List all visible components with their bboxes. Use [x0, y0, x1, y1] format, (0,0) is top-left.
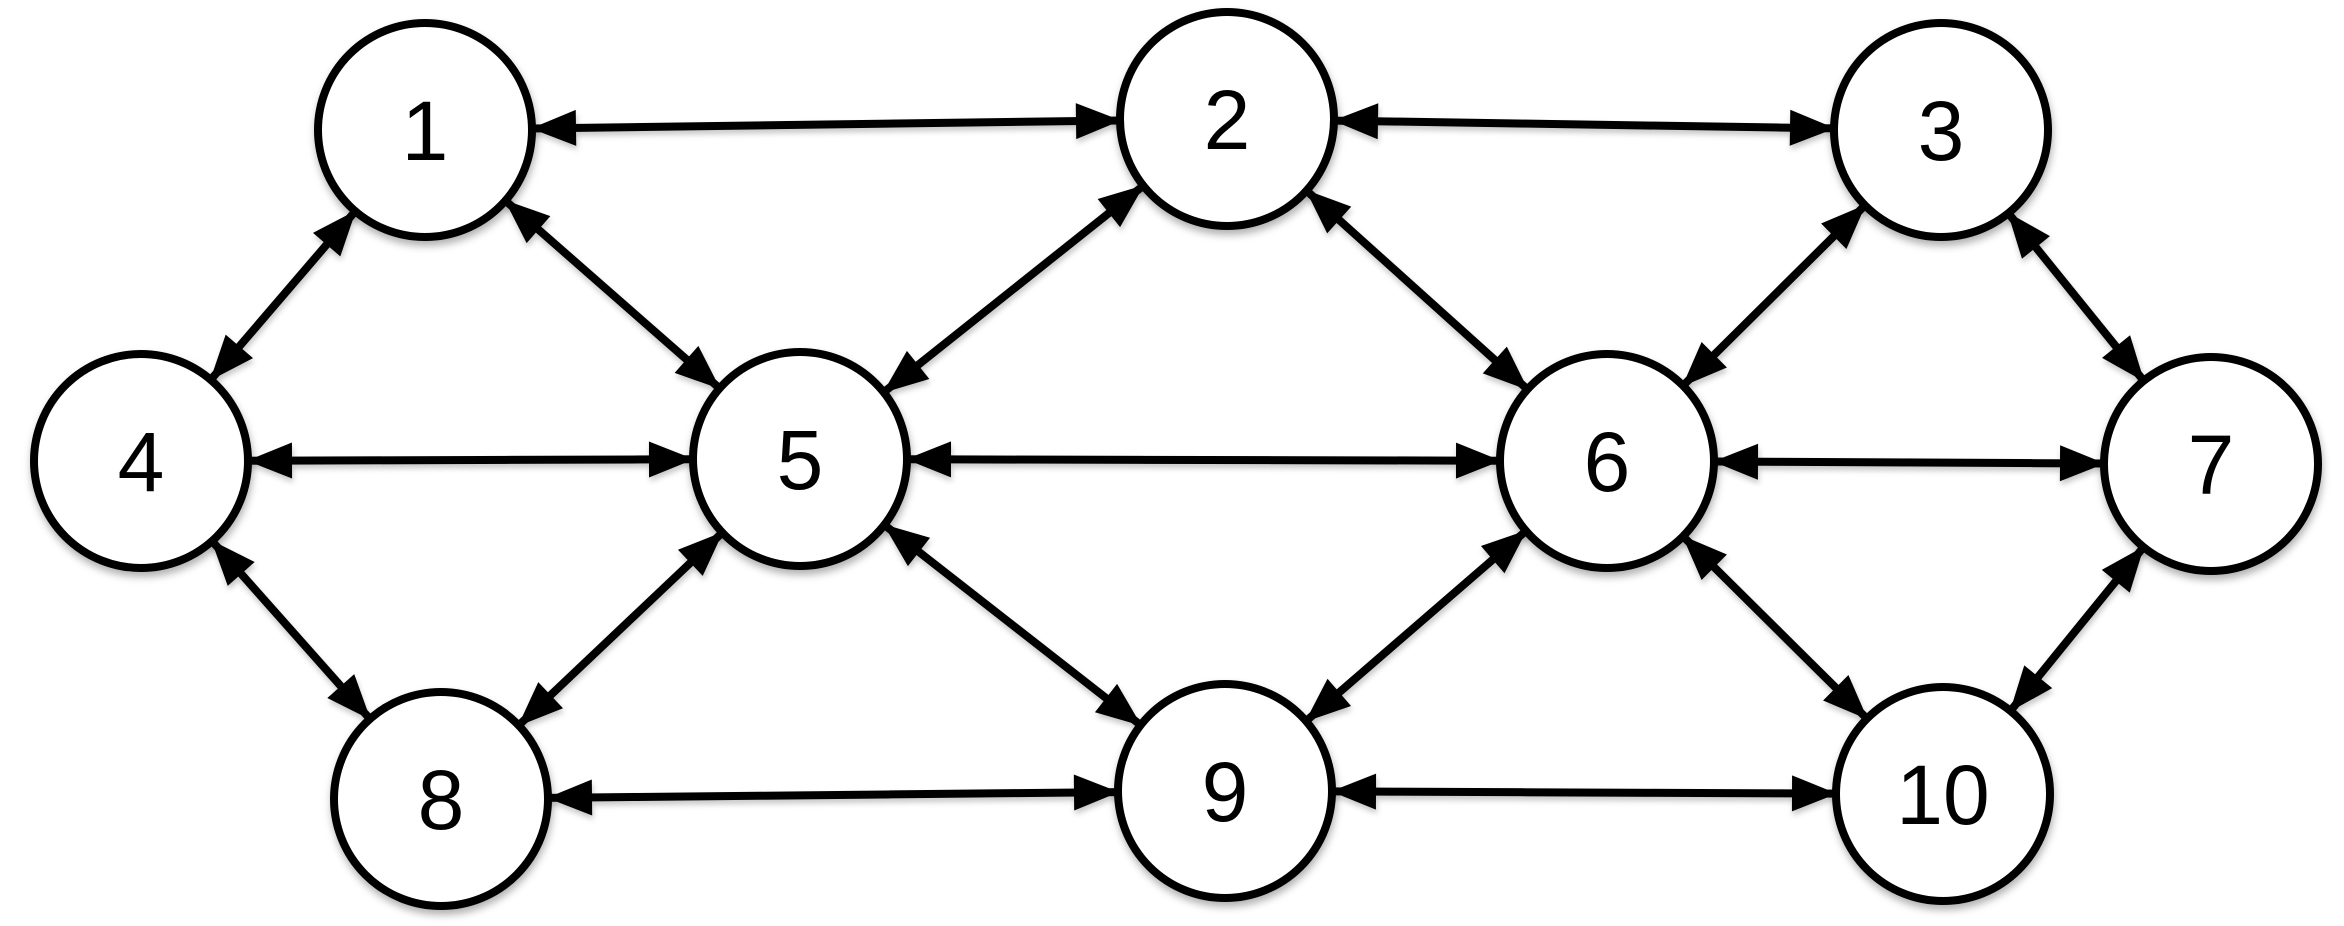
edge-4-5 [247, 441, 694, 479]
node-circle-9 [1114, 680, 1336, 902]
node-label-1: 1 [402, 84, 449, 178]
node-label-2: 2 [1204, 73, 1251, 167]
edge-1-5 [502, 197, 723, 392]
edge-8-9 [547, 774, 1119, 816]
node-label-10: 10 [1896, 748, 1989, 842]
edge-3-6 [1680, 202, 1868, 389]
node-circle-3 [1830, 19, 2052, 241]
node-7: 7 [2100, 353, 2322, 575]
edge-9-10 [1331, 773, 1837, 812]
node-5: 5 [689, 348, 911, 570]
edge-2-3 [1333, 103, 1835, 146]
nodes-layer: 1 2 3 4 5 6 7 8 9 10 [30, 8, 2322, 910]
node-circle-5 [689, 348, 911, 570]
node-3: 3 [1830, 19, 2052, 241]
node-6: 6 [1496, 350, 1718, 572]
node-circle-4 [30, 350, 252, 572]
edge-3-7 [2005, 210, 2147, 384]
node-circle-10 [1832, 683, 2054, 905]
node-2: 2 [1116, 8, 1338, 230]
node-circle-2 [1116, 8, 1338, 230]
edge-6-7 [1713, 443, 2105, 482]
edge-1-2 [531, 103, 1121, 146]
node-label-4: 4 [118, 415, 165, 509]
node-circle-1 [314, 19, 536, 241]
node-1: 1 [314, 19, 536, 241]
edge-2-5 [881, 182, 1146, 396]
node-4: 4 [30, 350, 252, 572]
node-circle-8 [330, 688, 552, 910]
node-label-9: 9 [1202, 745, 1249, 839]
node-circle-7 [2100, 353, 2322, 575]
edge-6-10 [1680, 533, 1870, 722]
node-label-5: 5 [777, 413, 824, 507]
node-8: 8 [330, 688, 552, 910]
node-label-3: 3 [1918, 84, 1965, 178]
node-label-7: 7 [2188, 418, 2235, 512]
edge-5-8 [515, 529, 726, 729]
node-label-6: 6 [1584, 415, 1631, 509]
edge-2-6 [1303, 187, 1531, 393]
node-label-8: 8 [418, 753, 465, 847]
edge-5-6 [906, 441, 1501, 479]
edge-1-4 [207, 208, 359, 383]
edge-6-9 [1303, 527, 1529, 725]
edge-7-10 [2007, 544, 2147, 714]
node-circle-6 [1496, 350, 1718, 572]
edge-5-9 [881, 521, 1144, 729]
node-9: 9 [1114, 680, 1336, 902]
edges-layer [207, 103, 2147, 816]
edge-4-8 [209, 538, 373, 722]
node-10: 10 [1832, 683, 2054, 905]
